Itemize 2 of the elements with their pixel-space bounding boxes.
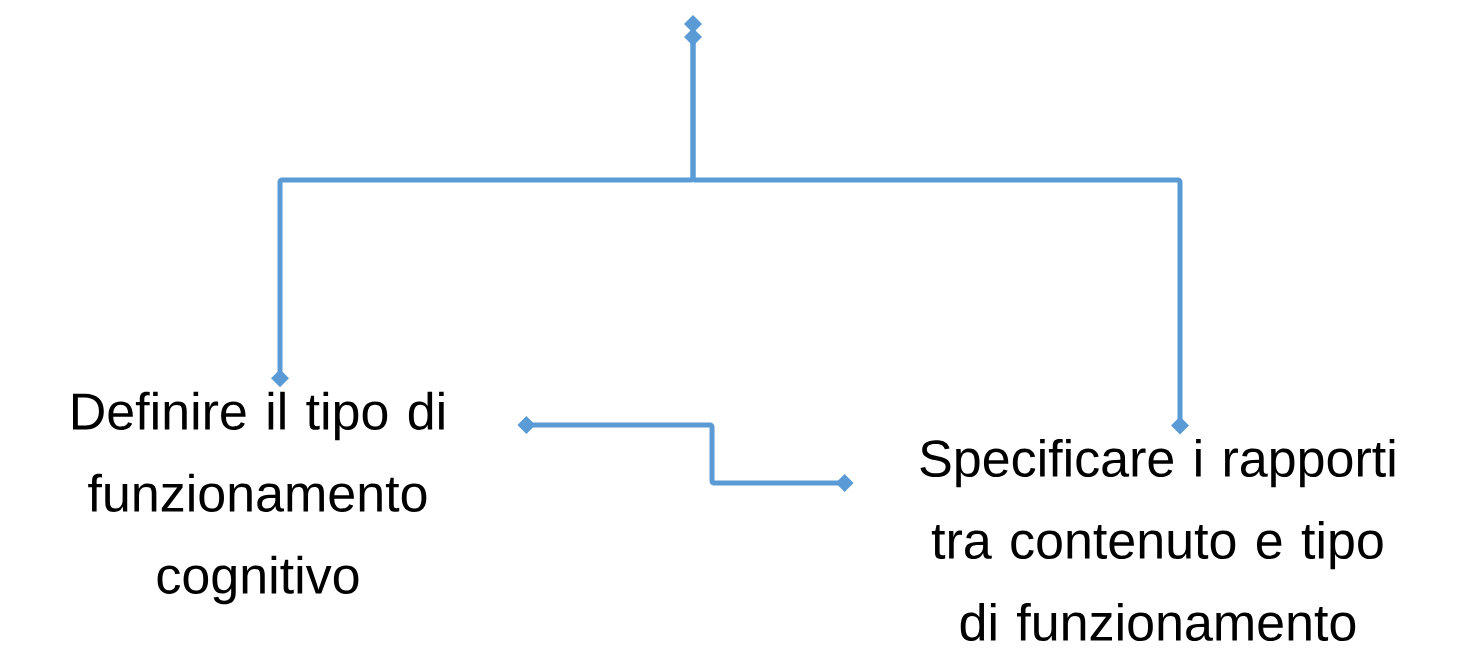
text-label: Specificare i rapporti tra contenuto e tipo di funzionamento [920,438,1395,642]
text-label: Definire il tipo di funzionamento cognitivo [73,391,444,605]
